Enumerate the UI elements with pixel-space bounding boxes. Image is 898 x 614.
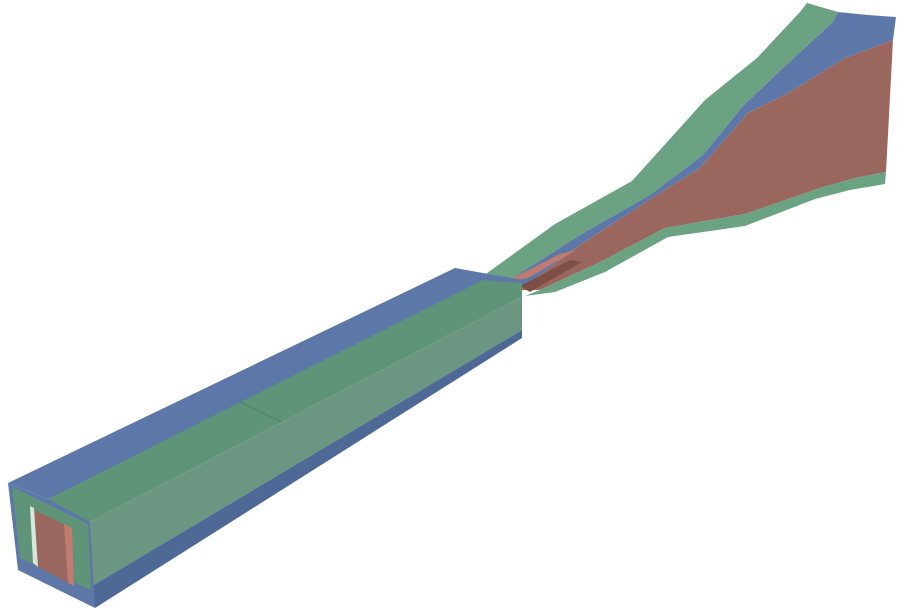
horn-inner-highlight <box>505 250 576 282</box>
tapered-horn <box>483 3 896 296</box>
horn-inner-slot <box>520 260 582 292</box>
tube-segment-line <box>239 401 283 423</box>
tube-bottom-edge <box>92 330 522 608</box>
tube-top-bevel <box>48 280 522 522</box>
horn-bottom-green-strip <box>525 172 886 296</box>
horn-blue-band <box>500 12 896 290</box>
horn-red-face <box>520 40 893 290</box>
inner-conductor <box>34 510 74 586</box>
horn-top-green-strip <box>483 3 838 286</box>
rectangular-tube <box>8 268 522 608</box>
inner-conductor-highlight-left <box>30 506 38 567</box>
tube-side-face <box>90 297 522 586</box>
inner-conductor-highlight-right <box>64 524 74 586</box>
